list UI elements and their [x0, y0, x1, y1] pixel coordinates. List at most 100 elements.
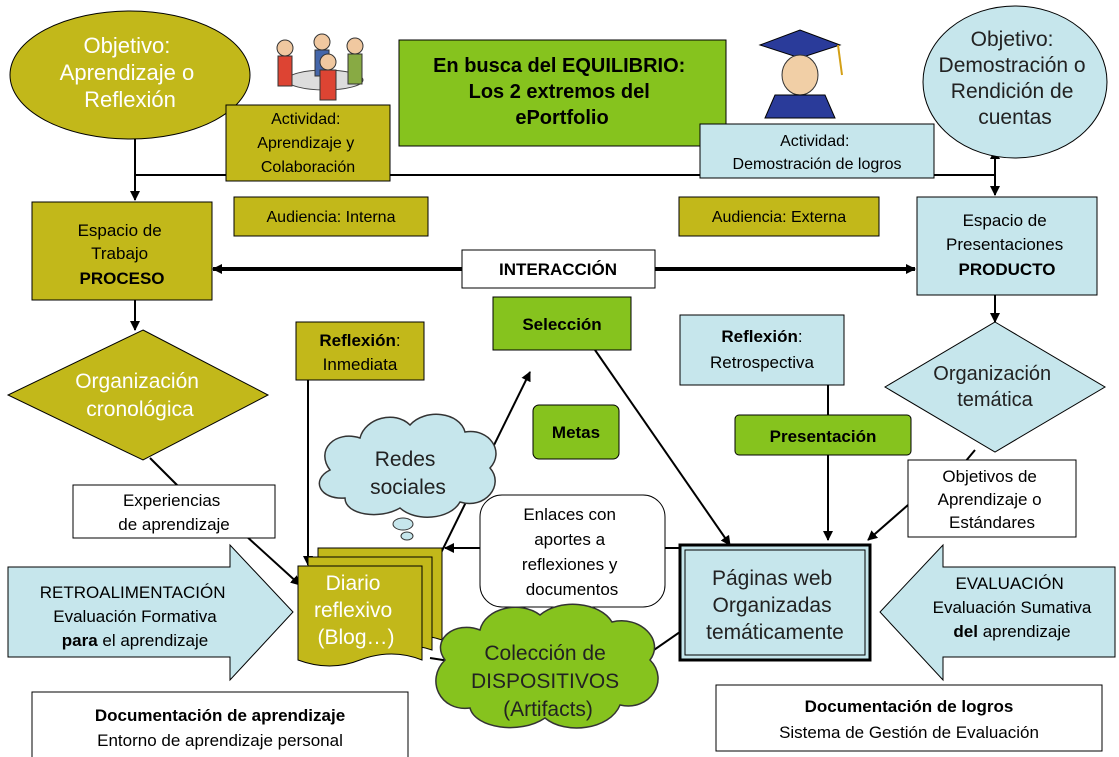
svg-text:Objetivos de Aprendizaje: Objetivos de Aprendizaje o Estándares	[938, 467, 1047, 532]
reflexion-retro-box: Reflexión: Retrospectiva	[679, 314, 845, 386]
svg-text:del aprendizaje: del aprendizaje	[953, 622, 1070, 641]
arrow-seleccion-to-paginas	[594, 349, 731, 546]
audiencia-izq-label: Audiencia: Interna	[267, 209, 396, 226]
objetivos-aprend-line: Estándares	[949, 513, 1035, 532]
svg-text:Organización cronológica: Organización cronológica	[75, 370, 205, 421]
espacio-trabajo-bold: PROCESO	[79, 269, 164, 288]
reflexion-retro-colon: :	[798, 327, 803, 346]
objetivo-der-node: Objetivo: Demostración o Rendición de cu…	[922, 5, 1108, 159]
evaluacion-rest: aprendizaje	[978, 622, 1071, 641]
objetivo-izq-line: Reflexión	[84, 87, 176, 112]
espacio-present-line: Presentaciones	[946, 235, 1063, 254]
actividad-der-line: Actividad:	[780, 133, 849, 150]
svg-text:Reflexión:: Reflexión:	[721, 327, 802, 346]
org-tema-diamond: Organización temática	[884, 321, 1106, 453]
arrow-experiencias-to-diario	[244, 534, 301, 586]
redes-line: sociales	[370, 476, 446, 499]
coleccion-cloud: Colección de DISPOSITIVOS (Artifacts)	[435, 603, 659, 729]
svg-text:EVALUACIÓN Evaluación Su: EVALUACIÓN Evaluación Sumativa	[933, 574, 1092, 617]
enlaces-line: aportes a	[534, 530, 605, 549]
objetivo-der-line: Rendición de	[951, 80, 1074, 103]
objetivo-der-line: Demostración o	[939, 54, 1086, 77]
seleccion-label: Selección	[522, 315, 601, 334]
metas-label: Metas	[552, 423, 600, 442]
reflexion-inmediata-sub: Inmediata	[323, 355, 398, 374]
metas-box: Metas	[532, 404, 620, 460]
doc-logros-box: Documentación de logros Sistema de Gesti…	[715, 684, 1103, 752]
svg-text:Páginas web Organizadas: Páginas web Organizadas temáticamente	[706, 567, 844, 644]
enlaces-line: Enlaces con	[523, 505, 616, 524]
svg-text:Objetivo: Aprendizaje o: Objetivo: Aprendizaje o Reflexión	[60, 33, 201, 112]
reflexion-inmediata-bold: Reflexión	[319, 331, 396, 350]
diario-line: Diario	[326, 572, 381, 595]
arrow-objetivos-to-paginas	[867, 504, 909, 541]
experiencias-line: de aprendizaje	[118, 515, 230, 534]
svg-text:Espacio de Trabajo: Espacio de Trabajo PROCESO	[78, 221, 167, 288]
svg-text:Diario reflexivo (: Diario reflexivo (Blog…)	[314, 572, 398, 649]
retroalimentacion-arrow: RETROALIMENTACIÓN Evaluación Formativa p…	[7, 543, 294, 682]
presentacion-label: Presentación	[770, 427, 877, 446]
svg-text:Objetivo: Demostración o: Objetivo: Demostración o Rendición de cu…	[939, 28, 1092, 129]
svg-text:Actividad: Demostración: Actividad: Demostración de logros	[733, 133, 902, 173]
paginas-web-box: Páginas web Organizadas temáticamente	[678, 543, 872, 662]
enlaces-line: documentos	[526, 580, 619, 599]
svg-text:En busca del EQUILIBRIO:: En busca del EQUILIBRIO: Los 2 extremos …	[433, 55, 691, 129]
experiencias-box: Experiencias de aprendizaje	[72, 484, 276, 539]
doc-aprend-bold: Documentación de aprendizaje	[95, 706, 345, 725]
doc-aprend-sub: Entorno de aprendizaje personal	[97, 731, 343, 750]
reflexion-inmediata-box: Reflexión: Inmediata	[295, 321, 425, 381]
svg-text:Colección de DISPOSITIVO: Colección de DISPOSITIVOS (Artifacts)	[471, 642, 625, 721]
retro-line: Evaluación Formativa	[53, 607, 217, 626]
espacio-present-bold: PRODUCTO	[959, 260, 1056, 279]
retro-rest: el aprendizaje	[98, 631, 209, 650]
enlaces-box: Enlaces con aportes a reflexiones y docu…	[479, 494, 666, 608]
objetivo-der-line: cuentas	[978, 106, 1052, 129]
doc-logros-sub: Sistema de Gestión de Evaluación	[779, 723, 1039, 742]
presentacion-box: Presentación	[734, 414, 912, 456]
org-tema-line: Organización	[933, 363, 1051, 385]
retro-line: RETROALIMENTACIÓN	[40, 583, 226, 602]
actividad-der-line: Demostración de logros	[733, 156, 902, 173]
svg-text:Experiencias de aprendiz: Experiencias de aprendizaje	[118, 491, 230, 534]
coleccion-line: DISPOSITIVOS	[471, 670, 619, 693]
students-group-icon	[276, 33, 364, 101]
evaluacion-line: EVALUACIÓN	[955, 574, 1063, 593]
title-box: En busca del EQUILIBRIO: Los 2 extremos …	[398, 39, 727, 147]
objetivo-izq-node: Objetivo: Aprendizaje o Reflexión	[9, 10, 251, 140]
audiencia-der-box: Audiencia: Externa	[678, 196, 880, 237]
experiencias-line: Experiencias	[123, 491, 220, 510]
org-tema-line: temática	[957, 389, 1033, 411]
objetivo-izq-line: Objetivo:	[84, 33, 171, 58]
seleccion-box: Selección	[492, 296, 632, 351]
evaluacion-line: Evaluación Sumativa	[933, 598, 1092, 617]
reflexion-retro-sub: Retrospectiva	[710, 353, 814, 372]
objetivo-izq-line: Aprendizaje o	[60, 60, 195, 85]
coleccion-line: Colección de	[484, 642, 605, 665]
actividad-izq-line: Aprendizaje y	[257, 135, 354, 152]
org-crono-diamond: Organización cronológica	[6, 329, 270, 461]
espacio-trabajo-line: Trabajo	[91, 244, 148, 263]
espacio-present-line: Espacio de	[963, 211, 1047, 230]
diario-reflexivo-docs: Diario reflexivo (Blog…)	[297, 547, 443, 667]
retro-bold: para	[62, 631, 98, 650]
svg-text:Redes sociales: Redes sociales	[370, 448, 446, 499]
paginas-line: Organizadas	[713, 594, 832, 617]
title-line: ePortfolio	[515, 107, 608, 129]
actividad-der-box: Actividad: Demostración de logros	[699, 123, 935, 179]
audiencia-izq-box: Audiencia: Interna	[233, 196, 429, 237]
diario-line: reflexivo	[314, 599, 392, 622]
espacio-trabajo-box: Espacio de Trabajo PROCESO	[31, 201, 213, 301]
objetivos-aprend-box: Objetivos de Aprendizaje o Estándares	[907, 459, 1077, 538]
reflexion-retro-bold: Reflexión	[721, 327, 798, 346]
espacio-trabajo-line: Espacio de	[78, 221, 162, 240]
svg-text:Espacio de Presentacione: Espacio de Presentaciones PRODUCTO	[946, 211, 1068, 279]
enlaces-line: reflexiones y	[522, 555, 618, 574]
evaluacion-bold: del	[953, 622, 978, 641]
svg-text:Reflexión:: Reflexión:	[319, 331, 400, 350]
redes-line: Redes	[375, 448, 436, 471]
interaccion-label: INTERACCIÓN	[499, 260, 617, 279]
doc-logros-bold: Documentación de logros	[805, 697, 1014, 716]
audiencia-der-label: Audiencia: Externa	[712, 209, 846, 226]
espacio-present-box: Espacio de Presentaciones PRODUCTO	[916, 196, 1098, 296]
title-line: En busca del EQUILIBRIO:	[433, 55, 685, 77]
